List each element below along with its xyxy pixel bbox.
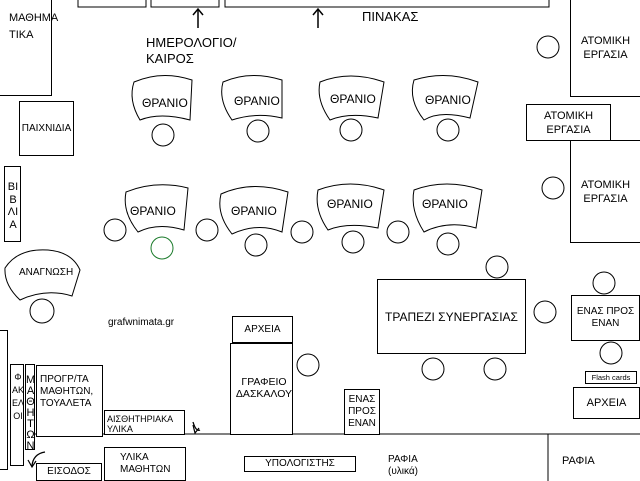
schedule-board: ΠΡΟΓΡ/ΤΑ ΜΑΘΗΤΩΝ, ΤΟΥΑΛΕΤΑ <box>36 365 103 437</box>
chair <box>536 35 560 59</box>
shelves-label: ΡΑΦΙΑ <box>562 455 595 467</box>
chair <box>103 218 127 242</box>
desk-5-label: ΘΡΑΝΙΟ <box>130 204 176 218</box>
collaboration-table: ΤΡΑΠΕΖΙ ΣΥΝΕΡΓΑΣΙΑΣ <box>377 279 526 354</box>
chair <box>151 123 175 147</box>
archive-center: ΑΡΧΕΙΑ <box>232 316 293 343</box>
reading-label: ΑΝΑΓΝΩΣΗ <box>19 267 74 278</box>
math-cabinet: ΜΑΘΗΜΑ ΤΙΚΑ <box>0 0 58 96</box>
desk-6-label: ΘΡΑΝΙΟ <box>231 204 277 218</box>
archive-right: ΑΡΧΕΙΑ <box>573 387 640 419</box>
desk-2 <box>221 75 283 121</box>
desk-8-label: ΘΡΑΝΙΟ <box>422 197 468 211</box>
desk-3 <box>318 75 385 121</box>
reading-area-shape <box>4 249 81 301</box>
chair <box>246 119 270 143</box>
chair <box>29 298 55 324</box>
arrow-down-icon <box>192 421 201 431</box>
computer-label: ΥΠΟΛΟΓΙΣΤΗΣ <box>265 458 335 469</box>
chair <box>290 220 314 244</box>
desk-1 <box>131 75 193 121</box>
chairs <box>29 35 623 381</box>
archive-label: ΑΡΧΕΙΑ <box>586 397 627 409</box>
archive-label: ΑΡΧΕΙΑ <box>244 323 281 335</box>
board-label: ΠΙΝΑΚΑΣ <box>362 9 419 24</box>
arrow-head-icon <box>27 459 37 469</box>
arrow-head-icon <box>312 7 324 16</box>
chair <box>592 271 616 295</box>
desk-8 <box>412 183 483 233</box>
entrance-label: ΕΙΣΟΔΟΣ <box>47 466 91 477</box>
desk-1-label: ΘΡΑΝΙΟ <box>142 96 188 110</box>
individual-work-label: ΑΤΟΜΙΚΗ ΕΡΓΑΣΙΑ <box>580 178 631 205</box>
wall-strip <box>0 330 8 470</box>
computer: ΥΠΟΛΟΓΙΣΤΗΣ <box>244 456 356 472</box>
flash-cards: Flash cards <box>585 371 637 384</box>
desk-7-label: ΘΡΑΝΙΟ <box>327 197 373 211</box>
teacher-desk: ΓΡΑΦΕΙΟ ΔΑΣΚΑΛΟΥ <box>230 343 293 435</box>
desk-2-label: ΘΡΑΝΙΟ <box>234 94 280 108</box>
student-materials: ΥΛΙΚΑ ΜΑΘΗΤΩΝ <box>104 447 186 481</box>
arrow-head-icon <box>192 424 200 435</box>
schedule-label: ΠΡΟΓΡ/ΤΑ ΜΑΘΗΤΩΝ, ΤΟΥΑΛΕΤΑ <box>40 374 94 409</box>
chair <box>485 255 509 279</box>
chair <box>436 232 460 256</box>
desk-5 <box>124 184 189 233</box>
entrance-arrow-icon <box>31 451 46 467</box>
individual-work-station-3: ΑΤΟΜΙΚΗ ΕΡΓΑΣΙΑ <box>570 140 640 243</box>
library-label: ΒΙΒΛΙΑ <box>7 181 19 231</box>
top-wall-board-1 <box>77 0 147 8</box>
collab-table-label: ΤΡΑΠΕΖΙ ΣΥΝΕΡΓΑΣΙΑΣ <box>385 309 518 324</box>
chair <box>599 341 623 365</box>
chair <box>421 357 445 381</box>
chair <box>341 230 365 254</box>
one-to-one-label: ΕΝΑΣ ΠΡΟΣ ΕΝΑΝ <box>576 306 635 329</box>
student-materials-label: ΥΛΙΚΑ ΜΑΘΗΤΩΝ <box>120 452 171 475</box>
calendar-weather-label: ΗΜΕΡΟΛΟΓΙΟ/ ΚΑΙΡΟΣ <box>146 35 237 66</box>
toys-label: ΠΑΙΧΝΙΔΙΑ <box>21 122 72 134</box>
chair <box>436 118 460 142</box>
one-to-one-label: ΕΝΑΣ ΠΡΟΣ ΕΝΑΝ <box>348 394 376 429</box>
chair <box>386 220 410 244</box>
desk-7 <box>316 183 385 231</box>
sensory-label: ΑΙΣΘΗΤΗΡΙΑΚΑ ΥΛΙΚΑ <box>107 414 173 434</box>
individual-work-station-2: ΑΤΟΜΙΚΗ ΕΡΓΑΣΙΑ <box>526 104 611 141</box>
desk-3-label: ΘΡΑΝΙΟ <box>330 92 376 106</box>
teacher-desk-label: ΓΡΑΦΕΙΟ ΔΑΣΚΑΛΟΥ <box>235 376 293 400</box>
chair <box>244 233 268 257</box>
flash-cards-label: Flash cards <box>591 373 631 382</box>
chair <box>195 218 219 242</box>
math-label: ΜΑΘΗΜΑ ΤΙΚΑ <box>9 12 58 41</box>
desk-4 <box>411 74 479 121</box>
arrow-head-icon <box>192 7 204 16</box>
chair <box>533 300 557 324</box>
desk-shapes <box>4 74 483 301</box>
chair <box>296 353 320 377</box>
top-wall-board-3 <box>224 0 550 8</box>
desk-6 <box>219 185 289 235</box>
chair <box>339 118 363 142</box>
sensory-materials: ΑΙΣΘΗΤΗΡΙΑΚΑ ΥΛΙΚΑ <box>104 410 185 435</box>
watermark: grafwnimata.gr <box>108 317 175 328</box>
library-shelf: ΒΙΒΛΙΑ <box>4 166 21 242</box>
individual-work-label: ΑΤΟΜΙΚΗ ΕΡΓΑΣΙΑ <box>543 109 594 136</box>
students-label: ΜΑΘΗΤΩΝ <box>26 374 36 452</box>
one-to-one-right: ΕΝΑΣ ΠΡΟΣ ΕΝΑΝ <box>571 295 640 341</box>
individual-work-station-1: ΑΤΟΜΙΚΗ ΕΡΓΑΣΙΑ <box>570 0 640 97</box>
folders-label: ΦΑΚΕΛΟΙ <box>12 372 25 421</box>
shelves-materials-label: ΡΑΦΙΑ (υλικά) <box>388 454 419 477</box>
chair <box>150 236 174 260</box>
students-shelf: ΜΑΘΗΤΩΝ <box>25 364 36 452</box>
entrance: ΕΙΣΟΔΟΣ <box>36 463 102 481</box>
one-to-one-center: ΕΝΑΣ ΠΡΟΣ ΕΝΑΝ <box>344 389 380 435</box>
chair <box>541 176 565 200</box>
chair <box>483 357 507 381</box>
top-wall-board-2 <box>150 0 220 8</box>
toys-cabinet: ΠΑΙΧΝΙΔΙΑ <box>19 101 74 156</box>
folders-shelf: ΦΑΚΕΛΟΙ <box>10 364 24 466</box>
individual-work-label: ΑΤΟΜΙΚΗ ΕΡΓΑΣΙΑ <box>580 35 631 61</box>
desk-4-label: ΘΡΑΝΙΟ <box>425 93 471 107</box>
